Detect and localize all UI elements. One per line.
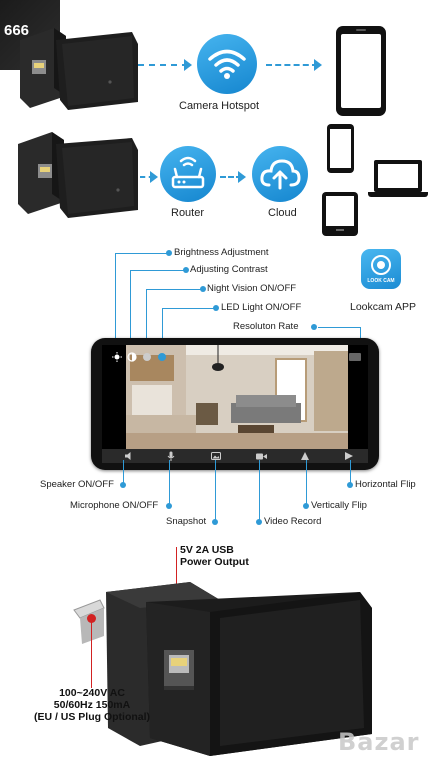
smartphone-small-icon: [327, 124, 354, 173]
camera-view: [102, 345, 368, 463]
leader-brightness: [115, 253, 168, 254]
leader-brightness-v: [115, 253, 116, 348]
label-microphone: Microphone ON/OFF: [70, 500, 159, 511]
leader-contrast: [130, 270, 185, 271]
corner-badge-text: 666: [4, 22, 30, 39]
ac-leader: [91, 618, 92, 688]
dot-led: [213, 305, 219, 311]
dot-night: [200, 286, 206, 292]
charger-image: [70, 578, 380, 758]
brightness-icon[interactable]: [110, 350, 124, 364]
label-led: LED Light ON/OFF: [221, 302, 302, 313]
hotspot-label: Camera Hotspot: [179, 100, 260, 112]
dot-speaker: [120, 482, 126, 488]
leader-night: [146, 289, 202, 290]
tablet-icon: [322, 192, 358, 236]
arrow-head-icon: [184, 59, 192, 71]
camera-charger-hotspot: [20, 26, 140, 112]
dot-resolution: [311, 324, 317, 330]
label-video-record: Video Record: [264, 516, 322, 527]
speaker-icon[interactable]: [122, 449, 136, 463]
cloud-upload-icon: [260, 159, 301, 190]
hotspot-arrow-left: [138, 64, 188, 66]
usb-line1: 5V 2A USB: [180, 544, 234, 556]
watermark: Bazar: [338, 728, 420, 756]
arrow-head-icon: [238, 171, 246, 183]
label-snapshot: Snapshot: [166, 516, 207, 527]
microphone-icon[interactable]: [164, 449, 178, 463]
ac-line3: (EU / US Plug Optional): [33, 711, 151, 723]
usb-line2: Power Output: [180, 556, 249, 568]
ac-line1: 100~240V AC: [59, 687, 125, 699]
contrast-icon[interactable]: [125, 350, 139, 364]
leader-speaker: [123, 460, 124, 485]
router-circle: [160, 146, 216, 202]
cloud-arrow: [220, 176, 242, 178]
label-speaker: Speaker ON/OFF: [40, 479, 114, 490]
phone-landscape: [91, 338, 379, 470]
ac-marker-dot: [87, 614, 96, 623]
ac-input-label: 100~240V AC 50/60Hz 150mA (EU / US Plug …: [22, 687, 162, 723]
laptop-icon: [368, 160, 428, 198]
video-record-icon[interactable]: [254, 449, 268, 463]
dot-microphone: [166, 503, 172, 509]
dot-vflip: [303, 503, 309, 509]
camera-charger-router: [18, 130, 142, 220]
dot-brightness: [166, 250, 172, 256]
router-arrow: [140, 176, 154, 178]
arrow-head-icon: [150, 171, 158, 183]
hotspot-arrow-right: [266, 64, 318, 66]
router-label: Router: [171, 207, 205, 219]
router-icon: [171, 156, 205, 189]
vertical-flip-icon[interactable]: [298, 449, 312, 463]
room-scene-image: [126, 345, 348, 449]
dot-video: [256, 519, 262, 525]
leader-hflip: [350, 460, 351, 485]
label-vertical-flip: Vertically Flip: [311, 500, 367, 511]
leader-contrast-v: [130, 270, 131, 348]
leader-vflip: [306, 460, 307, 506]
lookcam-logo-text: LOOK CAM: [367, 278, 395, 284]
leader-night-v: [146, 289, 147, 348]
dot-contrast: [183, 267, 189, 273]
cloud-label: Cloud: [268, 207, 297, 219]
led-light-icon[interactable]: [155, 350, 169, 364]
arrow-head-icon: [314, 59, 322, 71]
ac-line2: 50/60Hz 150mA: [53, 699, 131, 711]
resolution-icon[interactable]: [348, 350, 362, 364]
wifi-icon: [208, 49, 246, 79]
label-horizontal-flip: Horizontal Flip: [355, 479, 416, 490]
snapshot-icon[interactable]: [209, 449, 223, 463]
label-contrast: Adjusting Contrast: [190, 264, 268, 275]
control-bar: [102, 449, 368, 463]
label-resolution: Resoluton Rate: [233, 321, 299, 332]
smartphone-icon: [336, 26, 386, 116]
lookcam-app-label: Lookcam APP: [350, 301, 416, 313]
leader-resolution: [318, 327, 360, 328]
leader-snapshot: [215, 460, 216, 522]
usb-output-label: 5V 2A USB Power Output: [180, 544, 249, 568]
dot-snapshot: [212, 519, 218, 525]
label-brightness: Brightness Adjustment: [174, 247, 269, 258]
label-night-vision: Night Vision ON/OFF: [207, 283, 297, 294]
leader-video: [259, 460, 260, 522]
lookcam-app-icon: LOOK CAM: [361, 249, 401, 289]
horizontal-flip-icon[interactable]: [342, 449, 356, 463]
leader-led-v: [162, 308, 163, 348]
leader-led: [162, 308, 215, 309]
night-vision-icon[interactable]: [140, 350, 154, 364]
leader-microphone: [169, 460, 170, 506]
wifi-circle: [197, 34, 257, 94]
dot-hflip: [347, 482, 353, 488]
